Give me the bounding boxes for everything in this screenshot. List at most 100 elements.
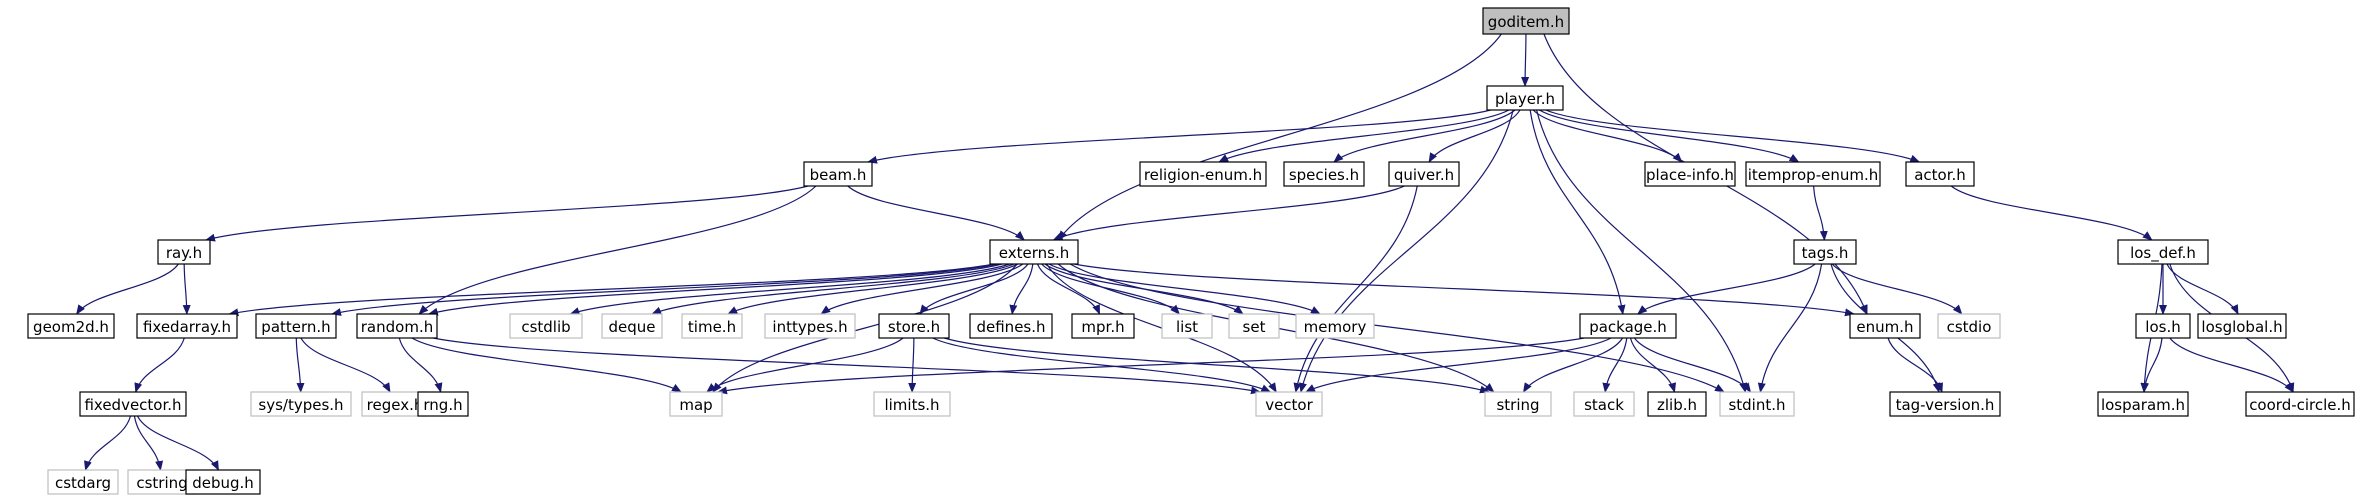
node-losparam[interactable]: losparam.h xyxy=(2097,391,2189,417)
node-label: tags.h xyxy=(1802,244,1849,262)
node-goditem[interactable]: goditem.h xyxy=(1482,7,1570,35)
node-defines[interactable]: defines.h xyxy=(969,313,1053,339)
edge-player-to-itemprop_enum xyxy=(1539,109,1800,163)
node-tag-version[interactable]: tag-version.h xyxy=(1889,391,2001,417)
node-rng[interactable]: rng.h xyxy=(417,391,469,417)
node-box xyxy=(1719,391,1795,417)
node-label: vector xyxy=(1265,396,1313,414)
node-label: regex.h xyxy=(367,396,424,414)
node-ray[interactable]: ray.h xyxy=(157,239,211,265)
node-label: rng.h xyxy=(423,396,462,414)
node-fixedvector[interactable]: fixedvector.h xyxy=(79,391,187,417)
node-actor[interactable]: actor.h xyxy=(1905,161,1975,187)
node-geom2d[interactable]: geom2d.h xyxy=(27,313,115,339)
edge-package-to-string xyxy=(1522,337,1624,393)
edge-actor-to-los_def xyxy=(1950,185,2153,241)
node-label: itemprop-enum.h xyxy=(1748,166,1879,184)
edge-externs-to-stdint xyxy=(1069,263,1725,393)
node-place-info[interactable]: place-info.h xyxy=(1644,161,1736,187)
node-box xyxy=(1228,313,1280,339)
node-string: string xyxy=(1484,391,1552,417)
node-box xyxy=(1161,313,1213,339)
node-cstdlib: cstdlib xyxy=(509,313,583,339)
node-box xyxy=(1644,161,1736,187)
node-quiver[interactable]: quiver.h xyxy=(1388,161,1460,187)
node-los[interactable]: los.h xyxy=(2135,313,2191,339)
node-enum[interactable]: enum.h xyxy=(1849,313,1921,339)
node-pattern[interactable]: pattern.h xyxy=(255,313,337,339)
node-debug[interactable]: debug.h xyxy=(185,469,261,495)
node-box xyxy=(1484,391,1552,417)
node-label: geom2d.h xyxy=(33,318,109,336)
edge-player-to-beam xyxy=(867,109,1492,164)
node-label: pattern.h xyxy=(261,318,330,336)
node-label: debug.h xyxy=(192,474,254,492)
node-package[interactable]: package.h xyxy=(1579,313,1677,339)
edge-fixedvector-to-cstdarg xyxy=(84,415,132,471)
edge-tags-to-stdint xyxy=(1757,263,1823,393)
node-box xyxy=(1486,85,1564,111)
node-box xyxy=(1937,313,2001,339)
node-label: deque xyxy=(608,318,655,336)
node-label: enum.h xyxy=(1856,318,1913,336)
edge-random-to-map xyxy=(411,337,682,393)
node-box xyxy=(1255,391,1323,417)
node-label: stdint.h xyxy=(1728,396,1785,414)
edge-store-to-map xyxy=(706,337,904,393)
edge-externs-to-inttypes xyxy=(820,263,1024,315)
node-label: losparam.h xyxy=(2101,396,2185,414)
node-box xyxy=(1071,313,1135,339)
node-species[interactable]: species.h xyxy=(1283,161,1365,187)
node-label: cstdarg xyxy=(55,474,111,492)
node-box xyxy=(509,313,583,339)
node-label: tag-version.h xyxy=(1896,396,1995,414)
node-label: religion-enum.h xyxy=(1144,166,1262,184)
node-label: memory xyxy=(1304,318,1367,336)
node-box xyxy=(764,313,856,339)
edge-store-to-vector xyxy=(932,337,1272,393)
node-zlib[interactable]: zlib.h xyxy=(1647,391,1707,417)
node-religion-enum[interactable]: religion-enum.h xyxy=(1139,161,1267,187)
node-player[interactable]: player.h xyxy=(1486,85,1564,111)
node-label: random.h xyxy=(361,318,433,336)
node-beam[interactable]: beam.h xyxy=(803,161,873,187)
edge-fixedvector-to-debug xyxy=(136,415,220,471)
node-losglobal[interactable]: losglobal.h xyxy=(2197,313,2287,339)
node-store[interactable]: store.h xyxy=(878,313,950,339)
node-mpr[interactable]: mpr.h xyxy=(1071,313,1135,339)
node-limits: limits.h xyxy=(873,391,951,417)
node-coord-circle[interactable]: coord-circle.h xyxy=(2245,391,2355,417)
node-box xyxy=(157,239,211,265)
edge-externs-to-defines xyxy=(1009,263,1034,315)
node-box xyxy=(1905,161,1975,187)
edge-package-to-vector xyxy=(1305,337,1612,393)
node-box xyxy=(601,313,663,339)
edge-externs-to-map xyxy=(712,263,1018,393)
node-los-def[interactable]: los_def.h xyxy=(2117,239,2209,265)
node-label: ray.h xyxy=(166,244,202,262)
edge-externs-to-pattern xyxy=(331,263,998,316)
edge-player-to-actor xyxy=(1545,109,1921,163)
node-box xyxy=(1573,391,1635,417)
node-box xyxy=(1647,391,1707,417)
node-box xyxy=(2245,391,2355,417)
node-box xyxy=(2135,313,2191,339)
node-fixedarray[interactable]: fixedarray.h xyxy=(136,313,238,339)
edge-tags-to-cstdio xyxy=(1831,263,1963,315)
edge-player-to-religion_enum xyxy=(1218,109,1510,163)
edge-goditem-to-externs xyxy=(1058,33,1502,241)
node-random[interactable]: random.h xyxy=(356,313,438,339)
edge-pattern-to-regex xyxy=(300,337,391,393)
node-memory: memory xyxy=(1295,313,1375,339)
node-externs[interactable]: externs.h xyxy=(989,239,1079,265)
node-tags[interactable]: tags.h xyxy=(1793,239,1857,265)
node-map: map xyxy=(669,391,723,417)
node-label: los.h xyxy=(2145,318,2180,336)
node-label: sys/types.h xyxy=(258,396,343,414)
edge-tags-to-package xyxy=(1637,263,1816,315)
node-label: map xyxy=(679,396,712,414)
edge-beam-to-ray xyxy=(205,185,809,242)
node-cstdarg: cstdarg xyxy=(47,469,119,495)
node-box xyxy=(2197,313,2287,339)
node-itemprop-enum[interactable]: itemprop-enum.h xyxy=(1745,161,1881,187)
